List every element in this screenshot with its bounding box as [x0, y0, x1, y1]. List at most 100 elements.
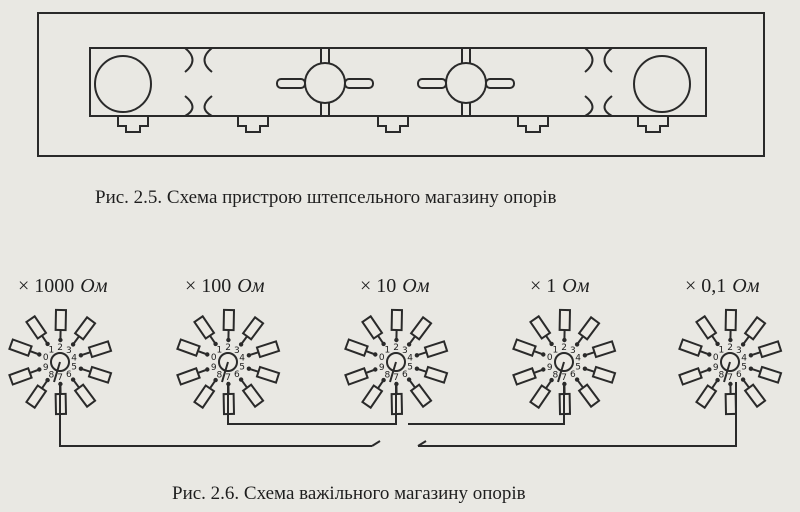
- contact-number: 9: [379, 363, 385, 373]
- contact-number: 3: [402, 346, 408, 356]
- contact-number: 1: [49, 346, 55, 356]
- resistor-element: [529, 314, 552, 340]
- resistor-element: [255, 340, 281, 359]
- resistor-element: [757, 365, 783, 384]
- contact-lead: [545, 379, 553, 389]
- contact-lead: [408, 335, 416, 345]
- resistor-element: [87, 340, 113, 359]
- contact-number: 4: [741, 353, 747, 363]
- contact-lead: [365, 368, 376, 374]
- resistor-element: [512, 338, 537, 358]
- contact-lead: [41, 335, 49, 345]
- resistor-element: [87, 365, 113, 384]
- wire-right: [418, 382, 737, 447]
- dial-lever: [221, 361, 229, 383]
- contact-number: 5: [71, 363, 77, 373]
- decade-factor: × 0,1: [685, 275, 727, 297]
- contact-number: 2: [57, 343, 63, 353]
- resistor-element: [678, 366, 703, 386]
- resistor-element: [255, 365, 281, 384]
- contact-number: 3: [66, 346, 72, 356]
- contact-lead: [377, 335, 385, 345]
- contact-lead: [699, 350, 710, 356]
- wire-link-3-4: [408, 382, 565, 425]
- decade-unit: Ом: [402, 275, 430, 297]
- resistor-element: [193, 314, 216, 340]
- contact-lead: [742, 335, 750, 345]
- outer-frame: [37, 12, 765, 157]
- contact-lead: [197, 368, 208, 374]
- contact-number: 8: [385, 370, 391, 380]
- contact-lead: [545, 335, 553, 345]
- contact-number: 8: [217, 370, 223, 380]
- contact-number: 6: [736, 370, 742, 380]
- contact-lead: [248, 351, 259, 357]
- contact-lead: [584, 351, 595, 357]
- contact-number: 3: [736, 346, 742, 356]
- wire-link-1-2: [227, 382, 397, 425]
- terminal-left: [94, 55, 152, 113]
- gap-right: [584, 47, 613, 117]
- figure-2-5-caption: Рис. 2.5. Схема пристрою штепсельного ма…: [95, 187, 557, 208]
- contact-lead: [29, 368, 40, 374]
- wire-left: [59, 382, 372, 447]
- contact-number: 7: [57, 373, 63, 383]
- contact-number: 5: [239, 363, 245, 373]
- contact-pin: [394, 337, 399, 343]
- resistor-element: [724, 392, 738, 416]
- contact-lead: [576, 335, 584, 345]
- contact-lead: [742, 379, 750, 389]
- dial-lever: [723, 361, 731, 383]
- contact-lead: [584, 367, 595, 373]
- contact-number: 3: [570, 346, 576, 356]
- terminal-right: [633, 55, 691, 113]
- contact-number: 9: [713, 363, 719, 373]
- contact-number: 6: [402, 370, 408, 380]
- contact-lead: [711, 379, 719, 389]
- resistor-element: [222, 308, 236, 332]
- contact-lead: [72, 335, 80, 345]
- contact-lead: [750, 367, 761, 373]
- contact-number: 6: [66, 370, 72, 380]
- resistor-element: [193, 384, 216, 410]
- decade-unit: Ом: [237, 275, 265, 297]
- decade-factor: × 10: [360, 275, 397, 297]
- resistor-element: [423, 340, 449, 359]
- decade-unit: Ом: [562, 275, 590, 297]
- wire-breaks: [371, 440, 427, 447]
- resistor-element: [591, 340, 617, 359]
- gap-left: [184, 47, 213, 117]
- plug-box-schematic: [37, 12, 765, 157]
- contact-number: 1: [553, 346, 559, 356]
- contact-number: 0: [43, 353, 49, 363]
- decade-unit: Ом: [80, 275, 108, 297]
- contact-lead: [80, 351, 91, 357]
- contact-lead: [29, 350, 40, 356]
- busbar-strip: [89, 47, 707, 117]
- resistor-element: [54, 308, 68, 332]
- contact-lead: [750, 351, 761, 357]
- contact-number: 1: [217, 346, 223, 356]
- resistor-element: [390, 308, 404, 332]
- dial-lever: [557, 361, 565, 383]
- contact-number: 3: [234, 346, 240, 356]
- decade-unit: Ом: [732, 275, 760, 297]
- contact-number: 2: [561, 343, 567, 353]
- contact-number: 0: [211, 353, 217, 363]
- resistor-element: [591, 365, 617, 384]
- figure-2-6-caption: Рис. 2.6. Схема важільного магазину опор…: [172, 483, 526, 504]
- contact-number: 1: [719, 346, 725, 356]
- resistor-element: [176, 338, 201, 358]
- contact-lead: [197, 350, 208, 356]
- contact-number: 7: [225, 373, 231, 383]
- decade-factor: × 1000: [18, 275, 75, 297]
- contact-lead: [416, 351, 427, 357]
- contact-lead: [576, 379, 584, 389]
- contact-number: 2: [393, 343, 399, 353]
